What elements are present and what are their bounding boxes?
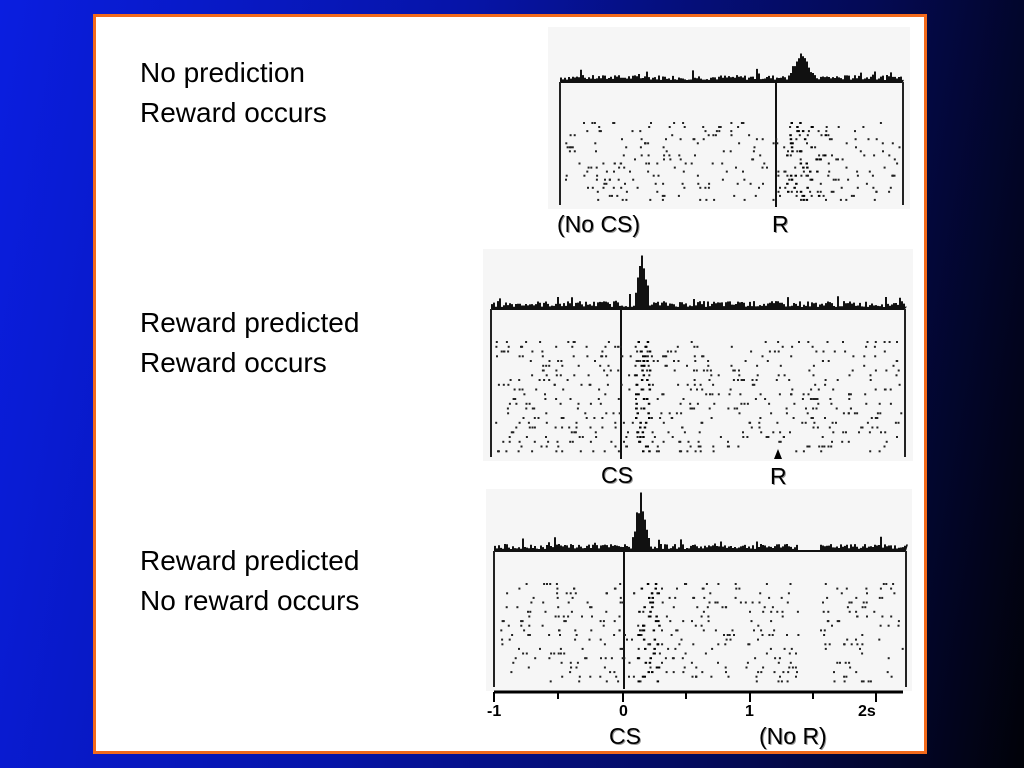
raster-plot-reward-predicted <box>490 255 907 459</box>
reward-arrow-icon <box>774 449 782 459</box>
condition-2-line2: Reward occurs <box>140 347 327 378</box>
panel-3-right-event-label: (No R) <box>759 723 827 749</box>
histogram <box>560 53 904 82</box>
condition-3-line1: Reward predicted <box>140 545 360 576</box>
raster-panel-2 <box>483 249 913 461</box>
axis-tick-0: 0 <box>619 703 628 720</box>
condition-1-line1: No prediction <box>140 57 305 88</box>
condition-3-line2: No reward occurs <box>140 585 360 616</box>
raster-plot-no-reward <box>493 492 908 689</box>
raster-panel-3 <box>486 489 912 691</box>
panel-2-right-event-label: R <box>770 463 787 489</box>
panel-1-right-event-label: R <box>772 211 789 237</box>
condition-1-line2: Reward occurs <box>140 97 327 128</box>
time-axis <box>493 690 903 702</box>
condition-1-text: No prediction Reward occurs <box>140 53 327 133</box>
panel-3-left-event-label: CS <box>609 723 641 749</box>
panel-1-left-event-label: (No CS) <box>557 211 641 237</box>
condition-2-text: Reward predicted Reward occurs <box>140 303 359 383</box>
slide-frame: No prediction Reward occurs Reward predi… <box>93 14 927 754</box>
raster-panel-1 <box>548 27 910 209</box>
panel-2-left-event-label: CS <box>601 462 633 488</box>
condition-3-text: Reward predicted No reward occurs <box>140 541 359 621</box>
raster-plot-no-prediction <box>559 53 904 207</box>
histogram <box>491 255 907 309</box>
axis-tick-1: 1 <box>745 703 754 720</box>
axis-tick-2s: 2s <box>858 703 876 720</box>
condition-2-line1: Reward predicted <box>140 307 360 338</box>
axis-tick-minus-1: -1 <box>487 703 502 720</box>
histogram <box>494 492 908 551</box>
